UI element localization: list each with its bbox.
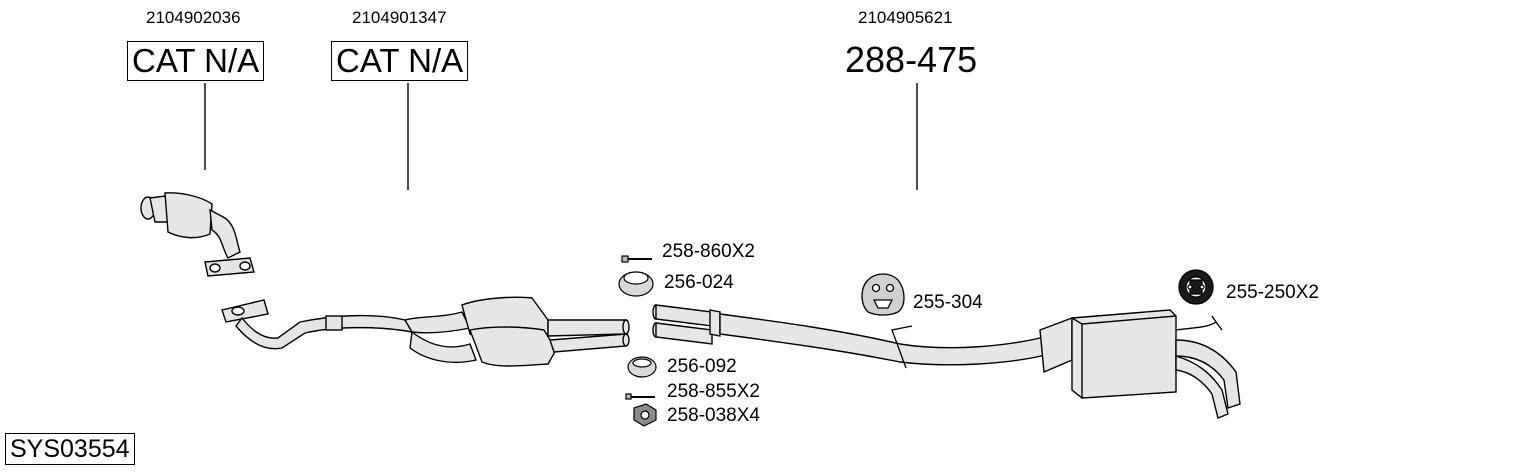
label-bolt-top[interactable]: 258-860X2 — [662, 241, 755, 262]
part-number-2: 2104901347 — [352, 8, 447, 27]
rubber-hanger-icon — [861, 273, 905, 316]
catalog-code-3[interactable]: 288-475 — [845, 39, 978, 80]
label-nut[interactable]: 258-038X4 — [667, 405, 760, 426]
front-catalytic-converter — [140, 192, 255, 277]
part-number-3: 2104905621 — [858, 8, 953, 27]
gasket-top-icon — [618, 271, 654, 297]
label-round-mount[interactable]: 255-250X2 — [1226, 282, 1319, 303]
label-rubber-hanger[interactable]: 255-304 — [913, 292, 983, 313]
bolt-top-icon — [621, 255, 652, 263]
catalog-code-2[interactable]: CAT N/A — [331, 41, 469, 81]
nut-icon — [633, 403, 657, 427]
label-gasket-bottom[interactable]: 256-092 — [667, 356, 737, 377]
hanger-bracket — [891, 325, 913, 369]
rear-silencer-assembly — [652, 304, 1241, 419]
front-pipe-twin-cat — [221, 296, 630, 367]
label-bolt-bottom[interactable]: 258-855X2 — [667, 381, 760, 402]
gasket-bottom-icon — [627, 356, 657, 378]
part-number-1: 2104902036 — [146, 8, 241, 27]
catalog-code-1[interactable]: CAT N/A — [127, 41, 265, 81]
system-code: SYS03554 — [5, 433, 135, 465]
bolt-bottom-icon — [625, 393, 655, 400]
round-mount-icon — [1178, 269, 1214, 305]
label-gasket-top[interactable]: 256-024 — [664, 272, 734, 293]
